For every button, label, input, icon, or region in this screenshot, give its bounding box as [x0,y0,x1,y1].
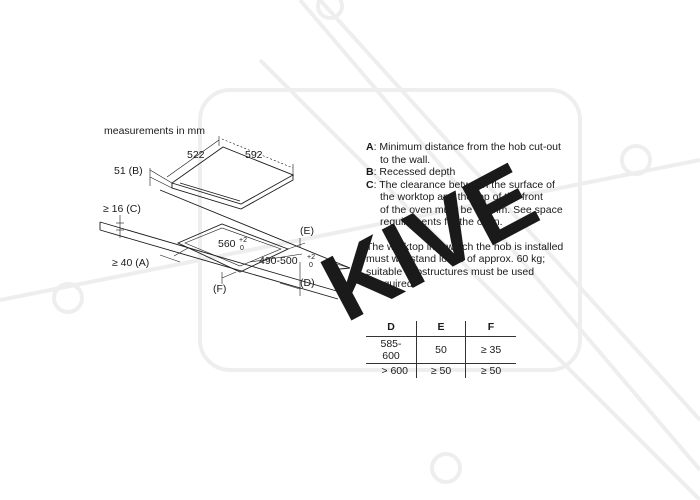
note-b-key: B [366,166,374,178]
units-caption: measurements in mm [104,125,205,137]
cutout-depth-tol-lower: 0 [309,262,313,269]
table-cell: 50 [416,336,466,364]
table-cell: ≥ 50 [465,363,516,378]
table-cell: > 600 [366,363,417,378]
worktop-thickness-label: ≥ 16 (C) [103,203,141,215]
cutout-depth-label: 490-500 [259,255,298,267]
table-header-d: D [387,321,395,333]
note-c-text-2: the worktop and the top of the front [380,191,543,203]
note-a-text-2: to the wall. [380,153,431,166]
cutout-depth-tol-upper: +2 [307,254,315,261]
table-cell: ≥ 35 [465,336,516,364]
table-header-f: F [487,321,495,333]
note-b-text: : Recessed depth [373,166,456,178]
note-b: B: Recessed depth [366,166,606,179]
table-header-row: D E F [366,321,516,337]
cutout-width-tol-upper: +2 [239,237,247,244]
note-c-text-3: of the oven must be 30 mm. See space [380,203,563,216]
dimension-table: D E F 585-600 50 ≥ 35 > 600 ≥ 50 ≥ 50 [366,321,516,378]
load-paragraph: The worktop into which the hob is instal… [366,241,598,291]
table-row: > 600 ≥ 50 ≥ 50 [366,363,516,378]
hob-width-label: 522 [187,149,205,161]
hob-edge [171,175,294,210]
note-c-key: C [366,178,374,191]
table-cell: ≥ 50 [416,363,466,378]
note-c-text-4: requirements for the oven. [380,216,503,228]
front-distance-label: ≥ 40 (A) [112,257,149,269]
hob-height-label: 51 (B) [114,165,143,177]
note-a-text: : Minimum distance from the hob cut-out [373,141,561,153]
note-a-key: A [366,141,374,153]
label-e: (E) [300,225,314,237]
load-line-1: The worktop into which the hob is instal… [366,240,564,253]
table-header-e: E [416,321,466,337]
note-a: A: Minimum distance from the hob cut-out [366,141,606,154]
notes-block: A: Minimum distance from the hob cut-out… [366,141,606,291]
load-line-2: must withstand loads of approx. 60 kg; [366,253,546,265]
note-c: C: The clearance between the surface of [366,179,606,192]
label-d: (D) [300,277,315,289]
cutout-width-tol-lower: 0 [240,245,244,252]
label-f: (F) [213,283,226,295]
load-line-4: if required. [366,278,416,290]
hob-depth-label: 592 [245,149,263,161]
table-cell: 585-600 [366,336,417,364]
note-c-text: : The clearance between the surface of [373,178,555,191]
cutout-width-label: 560 [218,238,236,250]
load-line-3: suitable substructures must be used [366,265,535,278]
table-row: 585-600 50 ≥ 35 [366,336,516,364]
